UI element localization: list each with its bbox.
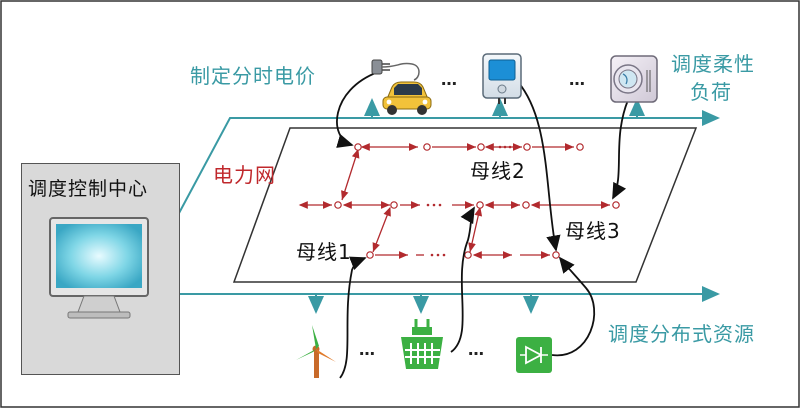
curve-solar-to-grid — [551, 256, 596, 356]
power-grid-label: 电力网 — [213, 163, 276, 187]
flexible-load-label-line1: 调度柔性 — [671, 52, 755, 76]
curve-ev-to-grid — [336, 71, 379, 148]
control-curves — [336, 71, 629, 379]
air-conditioner-icon — [610, 55, 658, 103]
solar-inverter-icon — [516, 337, 552, 373]
grid-nodes — [334, 143, 620, 259]
dispatch-center-label: 调度控制中心 — [28, 178, 149, 200]
bus1-label: 母线1 — [296, 240, 352, 264]
curve-ac-to-grid — [612, 99, 629, 200]
resource-ellipsis-1: … — [359, 340, 376, 359]
smart-meter-icon — [482, 53, 522, 104]
load-ellipsis-2: … — [569, 70, 586, 89]
curve-storage-to-grid — [450, 206, 475, 353]
curve-meter-to-grid — [517, 81, 561, 252]
electric-car-icon — [382, 81, 432, 115]
grid-ellipsis-marks — [426, 145, 512, 257]
grid-network — [298, 143, 610, 259]
flexible-load-label-line2: 负荷 — [690, 80, 732, 104]
load-ellipsis-1: … — [441, 70, 458, 89]
ev-charger-icon — [371, 59, 420, 81]
distributed-resources-label: 调度分布式资源 — [608, 322, 755, 346]
energy-storage-icon — [401, 319, 443, 369]
wind-turbine-icon — [296, 325, 336, 378]
upper-dispatch-line — [177, 110, 720, 216]
dispatch-control-center: 调度控制中心 — [21, 163, 180, 375]
resource-ellipsis-2: … — [468, 340, 485, 359]
curve-wind-to-grid — [339, 256, 367, 379]
monitor-icon — [49, 217, 149, 319]
bus3-label: 母线3 — [565, 219, 621, 243]
bus2-label: 母线2 — [470, 159, 526, 183]
tou-price-label: 制定分时电价 — [190, 64, 316, 88]
